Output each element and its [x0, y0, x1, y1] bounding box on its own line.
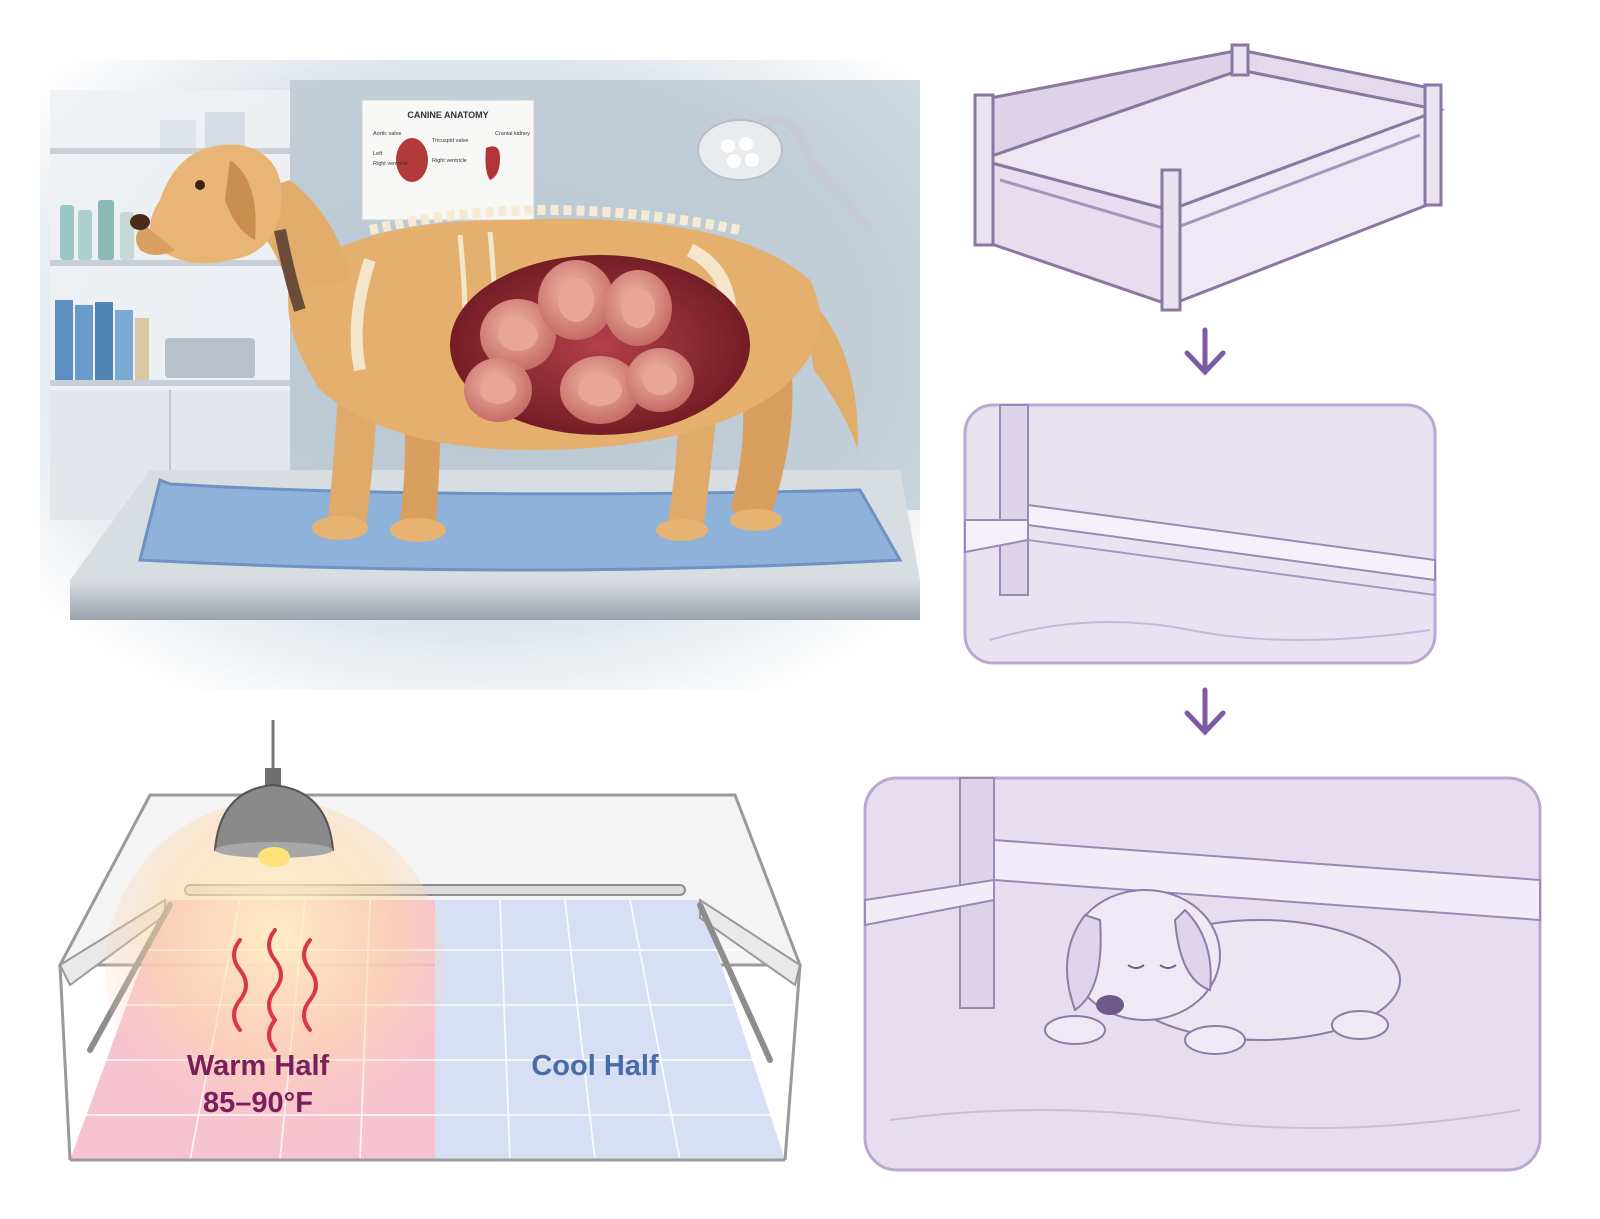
svg-text:Tricuspid valve: Tricuspid valve: [432, 138, 468, 144]
whelping-box-sequence: [860, 40, 1560, 1200]
pregnant-dog-illustration: CANINE ANATOMY Aortic valve Tricuspid va…: [40, 60, 920, 690]
pig-rail-closeup: [963, 403, 1437, 665]
down-arrow-icon-2: [1184, 687, 1226, 736]
whelping-box-overview: [973, 43, 1446, 312]
poster-title: CANINE ANATOMY: [407, 110, 488, 120]
box-sequence-illustration: [863, 43, 1542, 1172]
svg-text:Cranial kidney: Cranial kidney: [495, 131, 530, 137]
dog-figure: [130, 144, 859, 542]
heat-lamp-icon: [213, 720, 335, 867]
heated-whelping-box: Warm Half 85–90°F Cool Half: [40, 720, 820, 1190]
down-arrow-icon: [1184, 327, 1226, 376]
exam-lamp: [697, 116, 874, 233]
blue-mat: [138, 477, 903, 572]
svg-text:Left: Left: [373, 151, 383, 157]
anatomy-poster: CANINE ANATOMY Aortic valve Tricuspid va…: [361, 99, 535, 221]
svg-text:Right ventricle: Right ventricle: [373, 161, 408, 167]
puppy-under-rail: [863, 776, 1542, 1172]
heat-waves-icon: [232, 928, 318, 1052]
heat-glow: [105, 800, 445, 1140]
supply-shelves: [50, 90, 290, 520]
svg-text:Right ventricle: Right ventricle: [432, 158, 467, 164]
fetus-sacs: [464, 260, 694, 424]
pregnant-dog-scene: CANINE ANATOMY Aortic valve Tricuspid va…: [40, 60, 920, 690]
cool-half-label: Cool Half: [531, 1050, 659, 1082]
heat-zone-diagram: Warm Half 85–90°F Cool Half: [57, 720, 803, 1162]
sleeping-puppy: [1044, 889, 1401, 1055]
cool-half-floor: [435, 900, 785, 1160]
warm-half-temperature: 85–90°F: [203, 1087, 313, 1119]
warm-half-label: Warm Half: [187, 1050, 330, 1082]
svg-text:Aortic valve: Aortic valve: [373, 131, 401, 137]
